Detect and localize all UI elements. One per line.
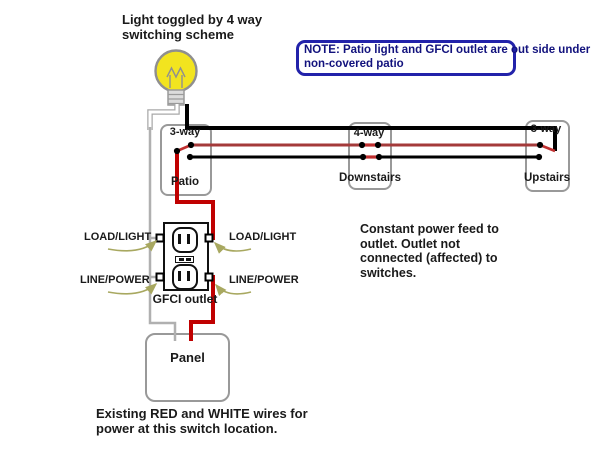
switch-type-downstairs: 4-way bbox=[353, 127, 385, 139]
gfci-button bbox=[178, 258, 184, 261]
panel-label: Panel bbox=[170, 350, 205, 365]
note-line: outlet. Outlet not bbox=[360, 236, 460, 251]
title-line: switching scheme bbox=[122, 27, 234, 42]
switch-location-upstairs: Upstairs bbox=[523, 172, 571, 184]
receptacle-bottom bbox=[172, 264, 198, 290]
bulb-screw-base bbox=[167, 89, 185, 106]
note-line: Existing RED and WHITE wires for bbox=[96, 406, 308, 421]
outlet-slot bbox=[178, 234, 181, 244]
gfci-button bbox=[185, 258, 191, 261]
label-load-left: LOAD/LIGHT bbox=[84, 231, 152, 243]
switch-type-patio: 3-way bbox=[169, 126, 201, 138]
switch-type-upstairs: 3-way bbox=[530, 123, 562, 135]
gfci-test-reset-buttons bbox=[175, 256, 194, 263]
existing-wires-note: Existing RED and WHITE wires for power a… bbox=[96, 406, 308, 436]
bulb-filament bbox=[166, 66, 186, 88]
note-text: NOTE: Patio light and GFCI outlet are ou… bbox=[304, 44, 600, 71]
note-line: switches. bbox=[360, 265, 417, 280]
gfci-outlet bbox=[163, 222, 209, 291]
title-line: Light toggled by 4 way bbox=[122, 12, 263, 27]
panel-box bbox=[145, 333, 230, 402]
light-bulb-icon bbox=[154, 49, 198, 93]
outlet-slot bbox=[187, 271, 190, 281]
bulb-screw-threads bbox=[168, 93, 184, 105]
constant-power-note: Constant power feed to outlet. Outlet no… bbox=[360, 222, 499, 280]
label-line-left: LINE/POWER bbox=[80, 274, 150, 286]
gfci-caption: GFCI outlet bbox=[152, 292, 218, 306]
note-line: NOTE: Patio light and GFCI outlet are ou… bbox=[304, 44, 556, 56]
outlet-slot bbox=[187, 234, 190, 244]
note-line: under non-covered patio bbox=[304, 44, 591, 70]
diagram-title: Light toggled by 4 way switching scheme bbox=[122, 12, 262, 42]
outlet-slot bbox=[178, 271, 181, 281]
label-load-right: LOAD/LIGHT bbox=[229, 231, 297, 243]
switch-location-downstairs: Downstairs bbox=[339, 172, 401, 184]
arrow-load-right bbox=[213, 241, 252, 254]
switch-location-patio: Patio bbox=[170, 176, 200, 188]
note-line: Constant power feed to bbox=[360, 222, 499, 236]
receptacle-top bbox=[172, 227, 198, 253]
note-line: connected (affected) to bbox=[360, 251, 498, 265]
note-line: power at this switch location. bbox=[96, 421, 278, 436]
arrow-line-right bbox=[214, 283, 252, 297]
note-box bbox=[296, 40, 516, 76]
label-line-right: LINE/POWER bbox=[229, 274, 299, 286]
